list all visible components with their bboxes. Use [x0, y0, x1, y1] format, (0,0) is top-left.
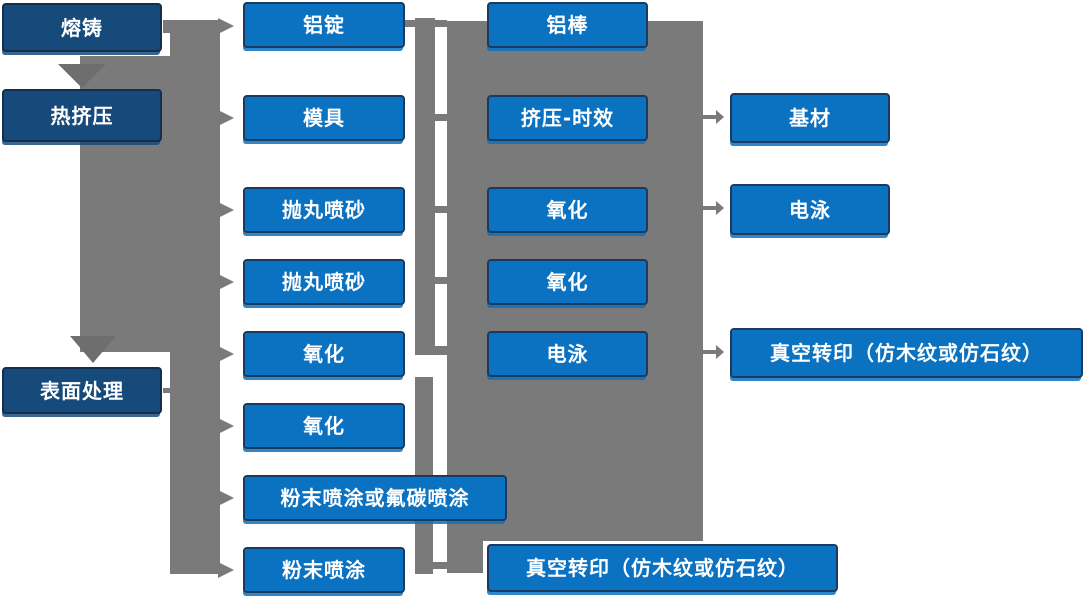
- arrow-to-yanghua-2-icon: [218, 418, 234, 434]
- process-chain-block-leg: [447, 541, 483, 573]
- node-paowanpensha-1: 抛丸喷砂: [243, 187, 405, 233]
- node-muju: 模具: [243, 95, 405, 141]
- node-dianyong-2: 电泳: [730, 184, 890, 235]
- node-dianyong-1: 电泳: [487, 331, 648, 377]
- node-lvding: 铝锭: [243, 2, 405, 48]
- node-jicai: 基材: [730, 93, 890, 143]
- node-jiya-shixiao: 挤压-时效: [487, 95, 648, 141]
- arrow-to-zhenkong-right-icon: [716, 345, 724, 359]
- node-yanghua-3: 氧化: [487, 187, 648, 233]
- arrow-to-paowanpensha-2-icon: [218, 274, 234, 290]
- connector-shaft-to-dianyong-2: [703, 206, 716, 210]
- arrow-to-muju-icon: [218, 110, 234, 126]
- arrow-down-to-biaomianchuli-icon: [70, 336, 116, 363]
- arrow-down-to-rejiya-icon: [58, 64, 106, 88]
- node-rejiya: 热挤压: [2, 89, 162, 142]
- connector-shaft-to-jicai: [703, 115, 716, 119]
- connector-mid-stub-row3: [433, 206, 448, 213]
- node-fenmo-futan: 粉末喷涂或氟碳喷涂: [243, 475, 507, 521]
- node-paowanpensha-2: 抛丸喷砂: [243, 259, 405, 305]
- node-yanghua-4: 氧化: [487, 259, 648, 305]
- node-yanghua-2: 氧化: [243, 403, 405, 449]
- connector-mid-bar-upper: [415, 18, 435, 355]
- node-zhenkong-bottom: 真空转印（仿木纹或仿石纹）: [487, 544, 838, 592]
- arrow-to-yanghua-1-icon: [218, 346, 234, 362]
- node-fenmopentu: 粉末喷涂: [243, 547, 405, 593]
- node-yanghua-1: 氧化: [243, 331, 405, 377]
- connector-shaft-to-zhenkong-right: [703, 350, 716, 354]
- arrow-to-lvding-icon: [218, 18, 234, 34]
- arrow-to-jicai-icon: [716, 110, 724, 124]
- arrow-to-fenmo-futan-icon: [218, 490, 234, 506]
- arrow-to-paowanpensha-1-icon: [218, 202, 234, 218]
- node-zhenkong-right: 真空转印（仿木纹或仿石纹）: [730, 328, 1083, 378]
- node-lvbang: 铝棒: [487, 2, 648, 48]
- connector-mid-stub-row5: [433, 346, 448, 355]
- connector-left-trunk-band: [170, 20, 220, 574]
- connector-biaomianchuli-stub: [163, 388, 173, 393]
- arrow-to-fenmopentu-icon: [218, 562, 234, 578]
- connector-mid-stub-row4: [433, 277, 448, 284]
- connector-mid-stub-row2: [433, 114, 448, 121]
- arrow-to-dianyong-2-icon: [716, 201, 724, 215]
- node-rongzhu: 熔铸: [2, 3, 162, 52]
- node-biaomianchuli: 表面处理: [2, 367, 162, 414]
- connector-mid-stub-bottom: [431, 562, 448, 569]
